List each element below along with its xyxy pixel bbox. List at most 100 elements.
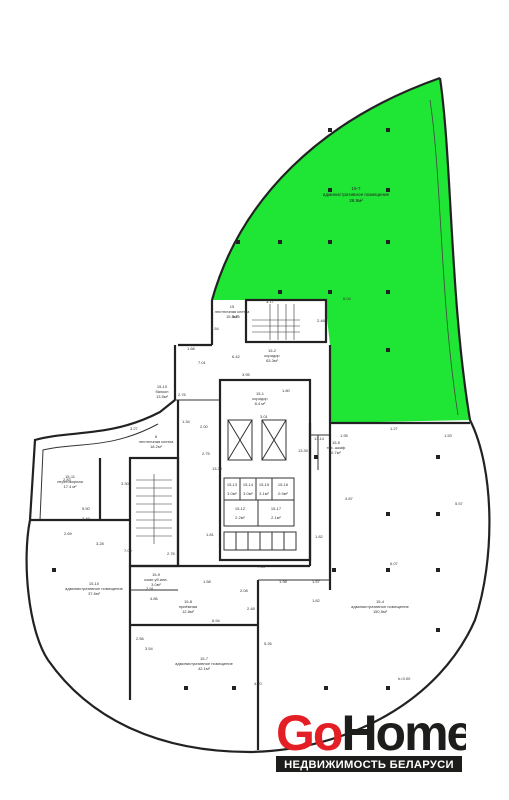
small-room-label: 15-17 2.1м²: [271, 506, 282, 520]
outer-wall-left-curve: [210, 76, 441, 301]
small-room-label: 15-12 2.2м²: [235, 506, 246, 520]
dimension-label: 5.50: [82, 506, 91, 511]
room-label: 8 лестничная клетка 18.2м²: [139, 434, 175, 449]
small-room-label: 15-16 0.9м²: [278, 482, 289, 496]
svg-text:15-13: 15-13: [227, 482, 238, 487]
svg-text:лестничная клетка: лестничная клетка: [139, 439, 175, 444]
svg-text:26.9м²: 26.9м²: [349, 198, 363, 203]
svg-text:63.3м²: 63.3м²: [266, 358, 279, 363]
dimension-label: 2.08: [240, 588, 249, 593]
svg-text:15-10: 15-10: [157, 384, 168, 389]
wc-block: [223, 477, 295, 527]
room-label: 15-11 переговорная 17.4 м²: [57, 474, 83, 489]
svg-text:15-4: 15-4: [376, 599, 385, 604]
dimension-label: 1.53: [444, 433, 453, 438]
svg-text:15-7: 15-7: [200, 656, 209, 661]
dimension-labels: 3.152.543.176.422.481.687.013.951.803.01…: [63, 296, 464, 686]
highlighted-office-area: [212, 78, 470, 423]
svg-text:150.5м²: 150.5м²: [373, 609, 388, 614]
dimension-label: 13.30: [298, 448, 309, 453]
outer-wall-right: [25, 77, 491, 754]
elevator-2-x2: [261, 419, 287, 461]
svg-text:административное помещение: административное помещение: [175, 661, 233, 666]
dimension-label: 3.01: [260, 414, 269, 419]
room-label: 15-7 административное помещение 26.9м²: [323, 186, 390, 203]
dimension-label: 1.34: [182, 419, 191, 424]
left-wing-inner: [39, 423, 159, 521]
small-room-label: 15-13 3.0м²: [227, 482, 238, 496]
dimension-label: 2.56: [136, 636, 145, 641]
north-stair-steps: [252, 304, 300, 340]
structural-columns: [52, 128, 440, 690]
logo-go-text: Go: [276, 706, 342, 761]
inner-glass-line: [429, 99, 459, 416]
elevator-1-x2: [227, 419, 253, 461]
svg-text:0.7м²: 0.7м²: [331, 450, 341, 455]
svg-text:15-14: 15-14: [243, 482, 254, 487]
dimension-label: 3.17: [266, 299, 275, 304]
dimension-label: 6.42: [232, 354, 241, 359]
svg-text:3.0м²: 3.0м²: [227, 491, 237, 496]
svg-text:12.8м²: 12.8м²: [182, 609, 195, 614]
dimension-label: 2.00: [200, 424, 209, 429]
west-stair-steps: [136, 474, 172, 544]
svg-text:2.2м²: 2.2м²: [235, 515, 245, 520]
svg-text:15-5: 15-5: [332, 440, 341, 445]
svg-text:15: 15: [230, 304, 235, 309]
room-label: 15-10 административное помещение 37.6м²: [65, 581, 123, 596]
svg-text:17.4 м²: 17.4 м²: [64, 484, 78, 489]
dimension-label: 13.14: [314, 436, 325, 441]
partition-walls: [30, 300, 470, 750]
room-label: 15-9 комн.уб.инв. 3.0м²: [144, 572, 167, 587]
north-stair-well: [244, 298, 328, 344]
dimension-label: 7.57: [258, 564, 267, 569]
room-label: 15-1 коридор 8.4 м²: [252, 391, 268, 406]
svg-text:переговорная: переговорная: [57, 479, 83, 484]
dimension-label: 2.69: [64, 531, 73, 536]
room-label: 15-8 приёмная 12.8м²: [179, 599, 197, 614]
dimension-label: 3.28: [96, 541, 105, 546]
svg-text:15-7: 15-7: [351, 186, 361, 191]
room-label: 15-7 административное помещение 42.1м²: [175, 656, 233, 671]
svg-text:3.1м²: 3.1м²: [259, 491, 269, 496]
svg-text:37.6м²: 37.6м²: [88, 591, 101, 596]
svg-text:15-11: 15-11: [65, 474, 76, 479]
svg-text:42.1м²: 42.1м²: [198, 666, 211, 671]
dimension-label: 1.57: [312, 579, 321, 584]
gohome-logo: GoHome НЕДВИЖИМОСТЬ БЕЛАРУСИ: [276, 706, 466, 772]
dimension-label: 1.98: [279, 579, 288, 584]
svg-text:комн.уб.инв.: комн.уб.инв.: [144, 577, 167, 582]
dimension-label: 3.54: [145, 646, 154, 651]
dimension-label: 3.27: [130, 426, 139, 431]
dimension-label: 7.09: [124, 548, 133, 553]
logo-home-text: Home: [341, 706, 466, 761]
svg-text:балкон: балкон: [156, 389, 169, 394]
dimension-label: 13.30: [212, 466, 223, 471]
dimension-label: 2.76: [178, 392, 187, 397]
svg-text:15-9: 15-9: [152, 572, 161, 577]
svg-text:15-16: 15-16: [278, 482, 289, 487]
dimension-label: 3.49: [82, 516, 91, 521]
svg-text:15.5м²: 15.5м²: [226, 314, 239, 319]
left-wing-wall: [28, 399, 176, 521]
small-room-label: 15-15 3.1м²: [259, 482, 270, 496]
svg-text:15-10: 15-10: [89, 581, 100, 586]
dimension-label: 2.75: [202, 451, 211, 456]
dimension-label: 2.48: [247, 606, 256, 611]
svg-text:15-15: 15-15: [259, 482, 270, 487]
dimension-label: 3.15: [232, 314, 241, 319]
dimension-label: 1.27: [390, 426, 399, 431]
dimension-label: 6.94: [212, 618, 221, 623]
svg-text:15-1: 15-1: [256, 391, 265, 396]
dimension-label: 4.86: [150, 596, 159, 601]
dimension-label: 4.70: [254, 681, 263, 686]
dimension-label: 7.01: [198, 360, 207, 365]
svg-text:административное помещение: административное помещение: [351, 604, 409, 609]
dimension-label: 5.26: [264, 641, 273, 646]
svg-text:15-8: 15-8: [184, 599, 193, 604]
dimension-label: 2.54: [211, 326, 220, 331]
room-label: 15 лестничная клетка 15.5м²: [215, 304, 251, 319]
svg-text:3.0м²: 3.0м²: [151, 582, 161, 587]
svg-text:приёмная: приёмная: [179, 604, 197, 609]
